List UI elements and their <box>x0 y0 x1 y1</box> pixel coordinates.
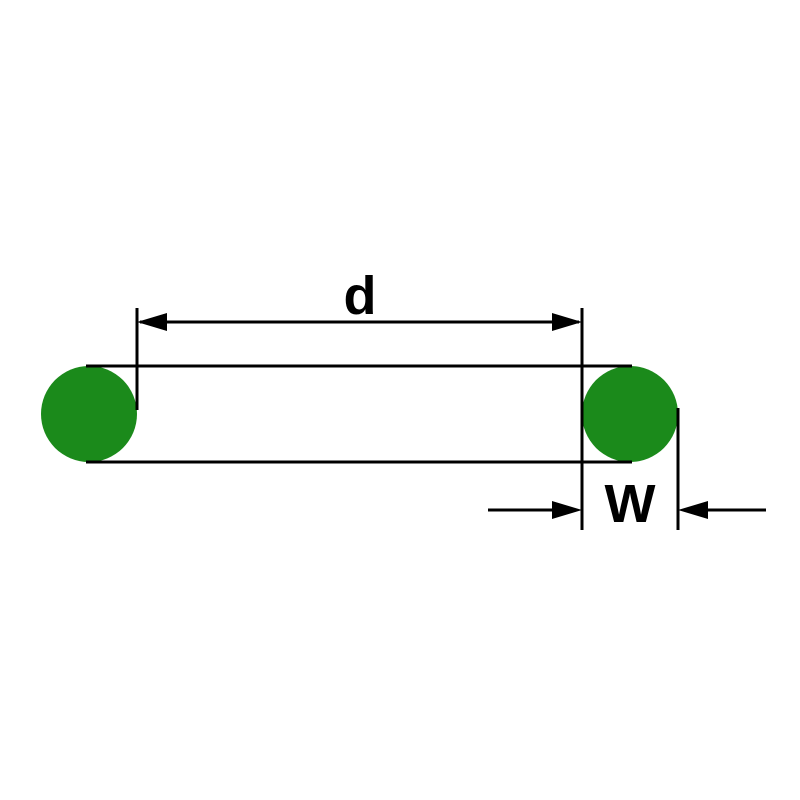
width-arrowhead-right <box>678 501 708 519</box>
inner-diameter-arrowhead-left <box>137 313 167 331</box>
width-arrowhead-left <box>552 501 582 519</box>
inner-diameter-label: d <box>344 266 377 326</box>
oring-cross-section-right <box>582 366 678 462</box>
oring-cross-section-left <box>41 366 137 462</box>
width-label: W <box>605 474 656 534</box>
inner-diameter-arrowhead-right <box>552 313 582 331</box>
